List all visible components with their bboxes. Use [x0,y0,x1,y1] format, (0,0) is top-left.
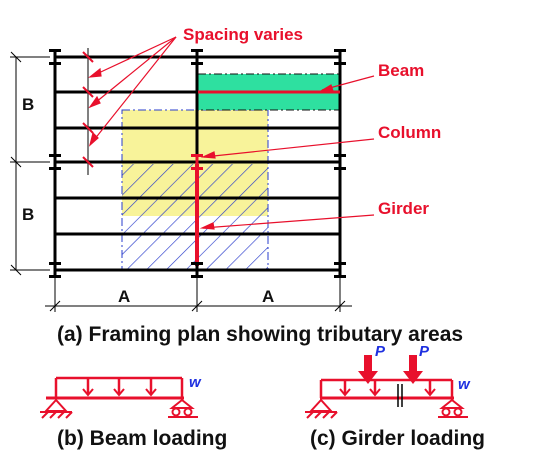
column-marker-highlighted [191,154,203,170]
pin-support [40,398,73,419]
dim-b-lower-label: B [22,205,34,224]
dim-b-upper-label: B [22,95,34,114]
tributary-areas [121,73,341,271]
girder-label: Girder [378,199,429,218]
girder-loading-diagram: P P w [305,343,471,419]
point-load-left [358,355,378,384]
roller-support [168,398,198,418]
column-label: Column [378,123,441,142]
columns [49,49,346,278]
girder-pin-support [305,398,338,419]
beam-loading-diagram: w [40,374,202,419]
beam-label: Beam [378,61,424,80]
girder-roller-support [438,398,468,418]
dimension-a [45,275,352,312]
girder-load-arrowheads [339,388,436,397]
caption-framing-plan: (a) Framing plan showing tributary areas [57,323,463,346]
caption-girder-loading: (c) Girder loading [310,427,485,450]
spacing-varies-label: Spacing varies [183,25,303,44]
distributed-load [54,376,184,398]
column-marker [334,154,346,170]
dim-a-left-label: A [118,287,130,306]
member-leaders [199,75,375,230]
dim-a-right-label: A [262,287,274,306]
beam-load-w-label: w [189,374,202,391]
girder-load-p-right-label: P [419,343,430,360]
spacing-leaders [88,36,177,147]
column-marker [49,49,61,65]
girder-distributed-load [319,378,454,398]
column-marker [334,49,346,65]
distributed-load-arrowheads [82,388,157,397]
column-marker [49,154,61,170]
caption-beam-loading: (b) Beam loading [57,427,227,450]
girder-load-w-label: w [458,376,471,393]
spacing-dimension [82,48,94,175]
column-marker [191,49,203,65]
girder-load-p-left-label: P [375,343,386,360]
dimension-b [10,51,50,276]
point-load-right [403,355,423,384]
girder-splice [397,384,403,407]
